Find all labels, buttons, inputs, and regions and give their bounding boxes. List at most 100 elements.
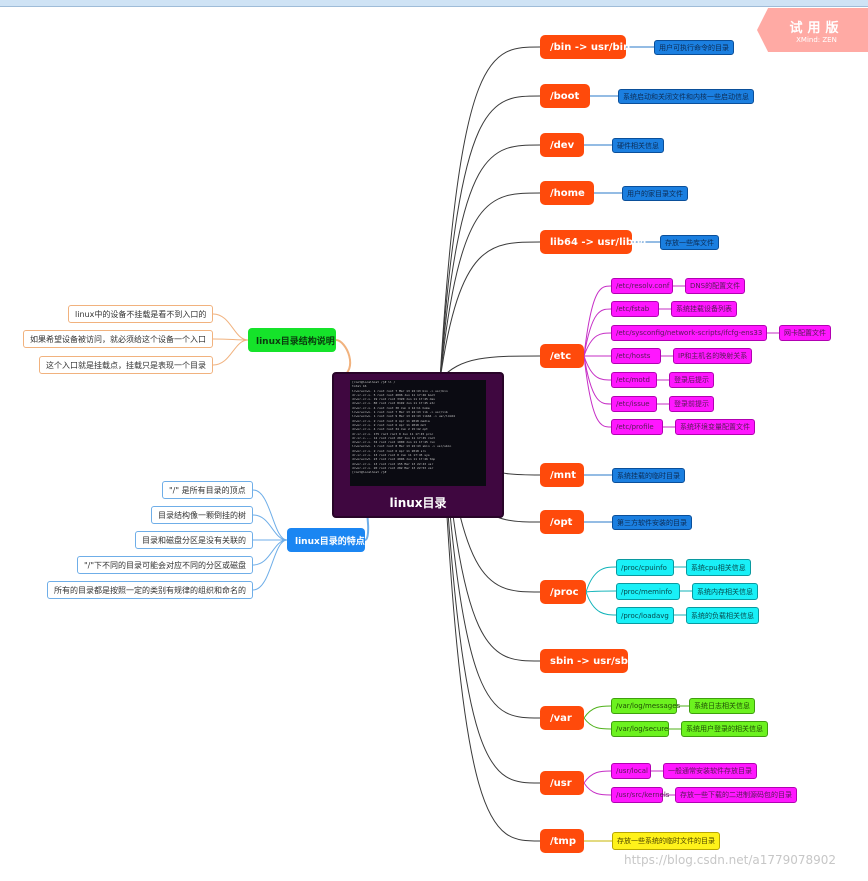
sub-topic-etc-sysconfig-network-scripts-ifcfg-ens33[interactable]: /etc/sysconfig/network-scripts/ifcfg-ens… xyxy=(611,325,767,341)
trial-badge[interactable]: 试用版 XMind: ZEN xyxy=(757,8,868,52)
connector-line xyxy=(439,379,541,842)
connector-line xyxy=(583,308,612,357)
central-topic-title: linux目录 xyxy=(389,496,447,510)
left-note[interactable]: "/" 是所有目录的顶点 xyxy=(162,481,253,499)
branch-note[interactable]: 系统挂载的临时目录 xyxy=(612,468,685,483)
window-top-bar xyxy=(0,0,868,7)
connector-line xyxy=(583,705,612,719)
left-note[interactable]: "/"下不同的目录可能会对应不同的分区或磁盘 xyxy=(77,556,254,574)
branch-boot[interactable]: /boot xyxy=(540,84,590,108)
terminal-line: drwxr-xr-x. 2 root root 6 Apr 11 2018 mn… xyxy=(352,422,427,427)
branch-note[interactable]: 硬件相关信息 xyxy=(612,138,664,153)
sub-topic-etc-resolv-conf[interactable]: /etc/resolv.conf xyxy=(611,278,673,294)
terminal-line: dr-xr-xr-x. 13 root root 0 Jun 11 17:45 … xyxy=(352,453,430,458)
terminal-line: drwxrwxrwt. 23 root root 4096 Jun 11 17:… xyxy=(352,457,436,462)
connector-line xyxy=(583,355,612,381)
branch-opt[interactable]: /opt xyxy=(540,510,584,534)
sub-topic-note[interactable]: 系统挂载设备列表 xyxy=(671,301,737,317)
sub-topic-etc-hosts[interactable]: /etc/hosts xyxy=(611,348,661,364)
sub-topic-note[interactable]: 登录前提示 xyxy=(669,396,714,412)
left-note[interactable]: linux中的设备不挂载是看不到入口的 xyxy=(68,305,214,323)
trial-badge-title: 试用版 xyxy=(789,21,844,36)
connector-line xyxy=(439,144,541,381)
sub-topic-note[interactable]: 一般通常安装软件存放目录 xyxy=(663,763,757,779)
left-note[interactable]: 这个入口就是挂载点，挂载只是表现一个目录 xyxy=(39,356,213,374)
sub-topic-note[interactable]: DNS的配置文件 xyxy=(685,278,746,294)
connector-line xyxy=(583,782,612,796)
sub-topic-note[interactable]: 系统用户登录的相关信息 xyxy=(681,721,768,737)
terminal-line: lrwxrwxrwx. 1 root root 7 Mar 13 22:43 b… xyxy=(352,388,448,393)
branch-lib64-usr-lib64[interactable]: lib64 -> usr/lib64 xyxy=(540,230,647,254)
connector-line xyxy=(439,95,541,381)
branch-note[interactable]: 存放一些系统的临时文件的目录 xyxy=(612,832,720,850)
sub-topic-note[interactable]: 网卡配置文件 xyxy=(779,325,831,341)
connector-line xyxy=(252,539,288,566)
branch-note[interactable]: 用户的家目录文件 xyxy=(622,186,688,201)
branch-dev[interactable]: /dev xyxy=(540,133,584,157)
terminal-line: drwxr-xr-x. 20 root root 282 Mar 13 22:5… xyxy=(352,465,434,470)
sub-topic-proc-cpuinfo[interactable]: /proc/cpuinfo xyxy=(616,559,674,576)
left-note[interactable]: 目录和磁盘分区是没有关联的 xyxy=(135,531,253,549)
terminal-line: drwxr-xr-x. 4 root root 34 Jun 2 15:42 o… xyxy=(352,427,428,432)
connector-line xyxy=(583,717,612,730)
terminal-line: total 16 xyxy=(352,384,367,389)
terminal-line: lrwxrwxrwx. 1 root root 9 Mar 13 22:43 l… xyxy=(352,414,455,419)
connector-line xyxy=(439,379,541,784)
sub-topic-note[interactable]: 系统环境变量配置文件 xyxy=(675,419,755,435)
branch-sbin-usr-sbin[interactable]: sbin -> usr/sbin xyxy=(540,649,638,673)
left-note[interactable]: 所有的目录都是按照一定的类别有规律的组织和命名的 xyxy=(47,581,253,599)
connector-line xyxy=(583,770,612,784)
branch-tmp[interactable]: /tmp xyxy=(540,829,584,853)
connector-line xyxy=(439,192,541,381)
connector-line xyxy=(439,241,541,381)
sub-topic-note[interactable]: 系统的负载相关信息 xyxy=(686,607,759,624)
sub-topic-etc-issue[interactable]: /etc/issue xyxy=(611,396,657,412)
branch-note[interactable]: 用户可执行命令的目录 xyxy=(654,40,734,55)
left-group-features[interactable]: linux目录的特点 xyxy=(287,528,365,552)
sub-topic-note[interactable]: IP和主机名的映射关系 xyxy=(673,348,753,364)
branch-usr[interactable]: /usr xyxy=(540,771,584,795)
sub-topic-etc-fstab[interactable]: /etc/fstab xyxy=(611,301,659,317)
terminal-line: [root@localhost /]# ll / xyxy=(352,380,396,384)
terminal-line: dr-xr-xr-x. 5 root root 4096 Jun 11 17:4… xyxy=(352,392,436,397)
terminal-line: drwxr-xr-x. 2 root root 6 Apr 11 2018 sr… xyxy=(352,448,427,453)
connector-line xyxy=(583,285,612,357)
branch-proc[interactable]: /proc xyxy=(540,580,586,604)
branch-home[interactable]: /home xyxy=(540,181,594,205)
connector-line xyxy=(585,590,617,593)
sub-topic-var-log-secure[interactable]: /var/log/secure xyxy=(611,721,669,737)
branch-note[interactable]: 第三方软件安装的目录 xyxy=(612,515,692,530)
terminal-line: drwxr-xr-x. 13 root root 155 Mar 13 22:4… xyxy=(352,461,434,466)
branch-note[interactable]: 存放一些库文件 xyxy=(660,235,719,250)
branch-mnt[interactable]: /mnt xyxy=(540,463,584,487)
sub-topic-proc-loadavg[interactable]: /proc/loadavg xyxy=(616,607,674,624)
terminal-line: drwxr-xr-x. 80 root root 8192 Jun 11 17:… xyxy=(352,401,436,406)
sub-topic-usr-local[interactable]: /usr/local xyxy=(611,763,651,779)
branch-bin-usr-bin[interactable]: /bin -> usr/bin xyxy=(540,35,630,59)
branch-etc[interactable]: /etc xyxy=(540,344,584,368)
connector-line xyxy=(583,355,612,405)
watermark-url: https://blog.csdn.net/a1779078902 xyxy=(624,853,837,867)
left-note[interactable]: 如果希望设备被访问，就必须给这个设备一个入口 xyxy=(23,330,213,348)
sub-topic-usr-src-kernels[interactable]: /usr/src/kernels xyxy=(611,787,669,803)
branch-note[interactable]: 系统启动和关闭文件和内核一些启动信息 xyxy=(618,89,754,104)
left-group-structure[interactable]: linux目录结构说明 xyxy=(248,328,336,352)
terminal-line: dr-xr-x---. 12 root root 267 Jun 11 17:4… xyxy=(352,435,436,440)
terminal-line: drwxr-xr-x. 32 root root 1000 Jun 11 17:… xyxy=(352,440,436,445)
sub-topic-var-log-messages[interactable]: /var/log/messages xyxy=(611,698,680,714)
sub-topic-etc-profile[interactable]: /etc/profile xyxy=(611,419,663,435)
sub-topic-etc-motd[interactable]: /etc/motd xyxy=(611,372,657,388)
sub-topic-note[interactable]: 系统内存相关信息 xyxy=(692,583,758,600)
terminal-line: drwxr-xr-x. 2 root root 6 Apr 11 2018 me… xyxy=(352,418,430,423)
branch-var[interactable]: /var xyxy=(540,706,584,730)
connector-line xyxy=(439,46,541,381)
sub-topic-proc-meminfo[interactable]: /proc/meminfo xyxy=(616,583,680,600)
sub-topic-note[interactable]: 系统日志相关信息 xyxy=(689,698,755,714)
sub-topic-note[interactable]: 存放一些下载的二进制源码包的目录 xyxy=(675,787,797,803)
terminal-line: lrwxrwxrwx. 1 root root 7 Mar 13 22:43 l… xyxy=(352,410,448,415)
sub-topic-note[interactable]: 登录后提示 xyxy=(669,372,714,388)
sub-topic-note[interactable]: 系统cpu相关信息 xyxy=(686,559,751,576)
left-note[interactable]: 目录结构像一颗倒挂的树 xyxy=(151,506,253,524)
connector-line xyxy=(252,489,288,541)
